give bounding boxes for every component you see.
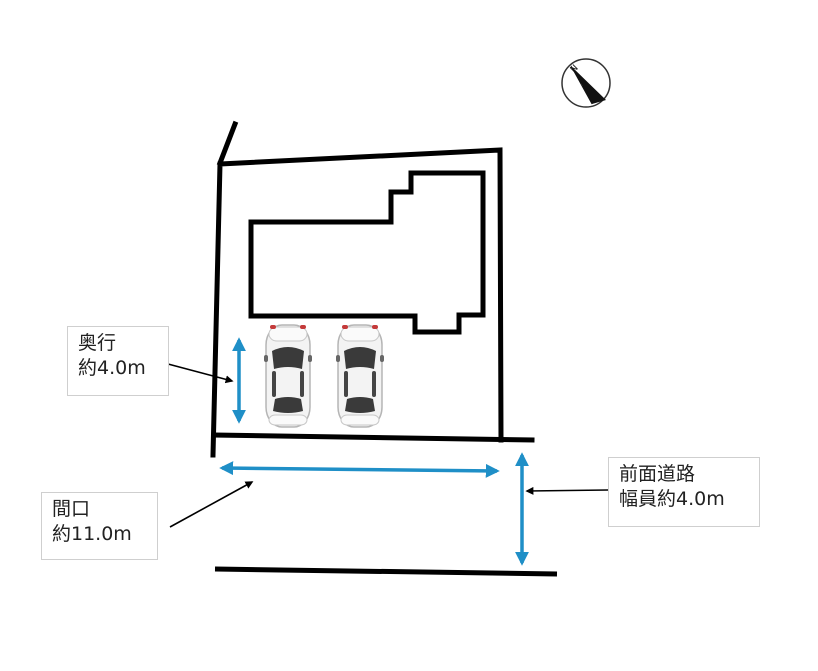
depth-label-title: 奥行 [78, 332, 117, 354]
road-label: 前面道路 幅員約4.0m [608, 457, 760, 527]
road-label-title: 前面道路 [619, 463, 696, 485]
frontage-label-title: 間口 [52, 498, 91, 520]
road-edge [214, 566, 558, 577]
frontage-label: 間口 約11.0m [41, 492, 158, 560]
building-footprint [248, 170, 486, 335]
depth-label-value: 約4.0m [78, 357, 146, 379]
frontage-dimension-arrow [219, 461, 500, 478]
depth-leader-line [167, 363, 234, 384]
road-label-value: 幅員約4.0m [619, 488, 725, 510]
frontage-leader-line [169, 481, 254, 528]
parked-car-right [335, 324, 385, 428]
depth-label: 奥行 約4.0m [67, 326, 169, 396]
frontage-label-value: 約11.0m [52, 523, 132, 545]
lot-boundary [210, 120, 535, 458]
north-arrow-icon: N [561, 58, 611, 108]
road-leader-line [525, 486, 609, 495]
compass-letter: N [569, 63, 581, 75]
parked-car-left [263, 324, 313, 428]
